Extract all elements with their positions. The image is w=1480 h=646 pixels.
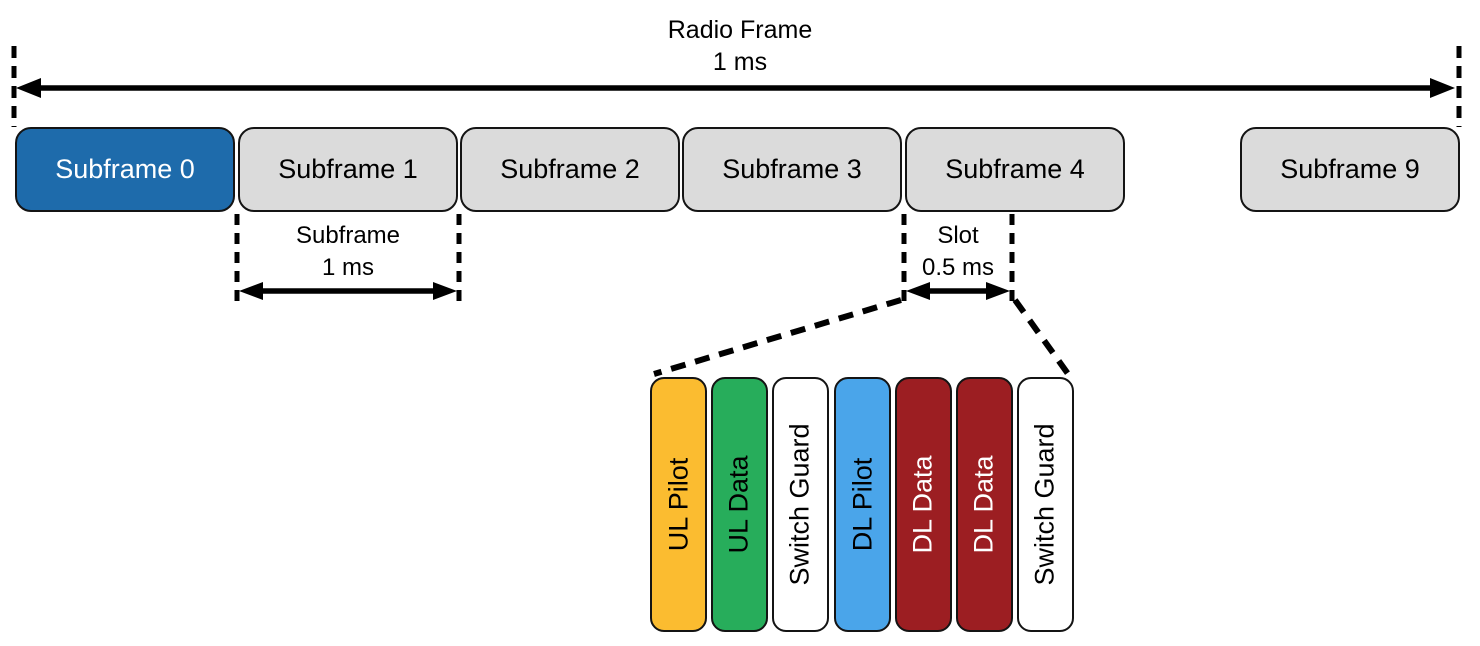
subframe-2-box: Subframe 2 [460,127,680,212]
subframe-span-arrow [239,282,457,300]
slot-detail-ul-pilot-bar: UL Pilot [650,377,707,632]
subframe-4-label: Subframe 4 [945,154,1085,184]
subframe-0-label: Subframe 0 [55,154,195,184]
radio-frame-duration: 1 ms [712,48,768,76]
slot-annotation-title: Slot [937,222,979,249]
slot-detail-switch-guard-bar-2: Switch Guard [1017,377,1074,632]
subframe-annotation: Subframe 1 ms [237,220,459,284]
subframe-1-label: Subframe 1 [278,154,418,184]
subframe-4-box: Subframe 4 [905,127,1125,212]
slot-expansion-left-line [653,297,902,377]
slot-detail-ul-data-bar: UL Data [711,377,768,632]
slot-detail-dl-data-bar-2: DL Data [956,377,1013,632]
subframe-annotation-duration: 1 ms [321,254,374,281]
dl-data-label-2: DL Data [969,455,1000,554]
ul-data-label: UL Data [724,455,755,554]
slot-annotation-duration: 0.5 ms [921,254,995,281]
ul-pilot-label: UL Pilot [663,457,694,552]
subframe-annotation-title: Subframe [295,222,401,249]
switch-guard-label-2: Switch Guard [1030,423,1061,586]
subframe-9-label: Subframe 9 [1280,154,1420,184]
slot-detail-switch-guard-bar-1: Switch Guard [772,377,829,632]
slot-expansion-right-line [1012,298,1074,380]
slot-annotation: Slot 0.5 ms [904,220,1012,284]
slot-span-arrow [906,282,1010,300]
slot-detail-dl-data-bar-1: DL Data [895,377,952,632]
subframe-3-box: Subframe 3 [682,127,902,212]
switch-guard-label-1: Switch Guard [785,423,816,586]
radio-frame-title: Radio Frame [667,16,813,44]
radio-frame-span-arrow [16,78,1455,98]
subframe-0-box: Subframe 0 [15,127,235,212]
dl-pilot-label: DL Pilot [847,457,878,552]
radio-frame-label: Radio Frame 1 ms [0,14,1480,78]
subframe-9-box: Subframe 9 [1240,127,1460,212]
subframe-2-label: Subframe 2 [500,154,640,184]
dl-data-label-1: DL Data [908,455,939,554]
subframe-1-box: Subframe 1 [238,127,458,212]
subframe-3-label: Subframe 3 [722,154,862,184]
slot-detail-dl-pilot-bar: DL Pilot [834,377,891,632]
